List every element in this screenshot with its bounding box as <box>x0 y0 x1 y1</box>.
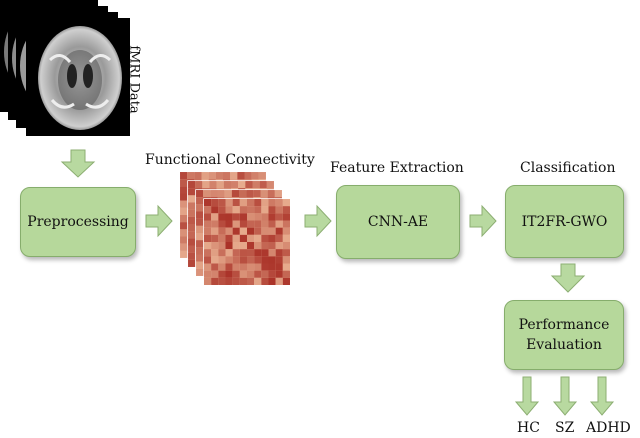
fmri-slice-stack <box>0 0 130 136</box>
feature-extraction-label: Feature Extraction <box>330 160 464 176</box>
arrow-down-to-hc <box>514 376 540 416</box>
output-label-sz: SZ <box>555 420 575 436</box>
evaluation-label-line1: Performance <box>518 317 610 333</box>
functional-connectivity-label: Functional Connectivity <box>145 152 315 168</box>
preprocessing-box[interactable]: Preprocessing <box>20 187 136 257</box>
evaluation-label-line2: Evaluation <box>526 337 602 353</box>
classifier-box[interactable]: IT2FR-GWO <box>505 185 624 258</box>
connectivity-matrix-layer <box>203 198 291 286</box>
arrow-down-to-adhd <box>589 376 615 416</box>
cnn-ae-box[interactable]: CNN-AE <box>336 185 460 259</box>
output-label-hc: HC <box>517 420 540 436</box>
arrow-down-to-sz <box>552 376 578 416</box>
cnn-ae-label: CNN-AE <box>367 214 429 230</box>
arrow-right-to-connectivity <box>145 204 173 238</box>
arrow-down-to-preprocessing <box>60 149 96 178</box>
arrow-down-to-evaluation <box>550 263 586 293</box>
arrow-right-to-classifier <box>469 204 497 238</box>
connectivity-matrix-stack <box>179 171 291 286</box>
arrow-right-to-cnn-ae <box>304 204 332 238</box>
classifier-label: IT2FR-GWO <box>521 213 608 230</box>
preprocessing-label: Preprocessing <box>27 214 129 230</box>
output-label-adhd: ADHD <box>586 420 631 436</box>
performance-evaluation-box[interactable]: Performance Evaluation <box>504 300 624 370</box>
classification-label: Classification <box>520 160 616 176</box>
